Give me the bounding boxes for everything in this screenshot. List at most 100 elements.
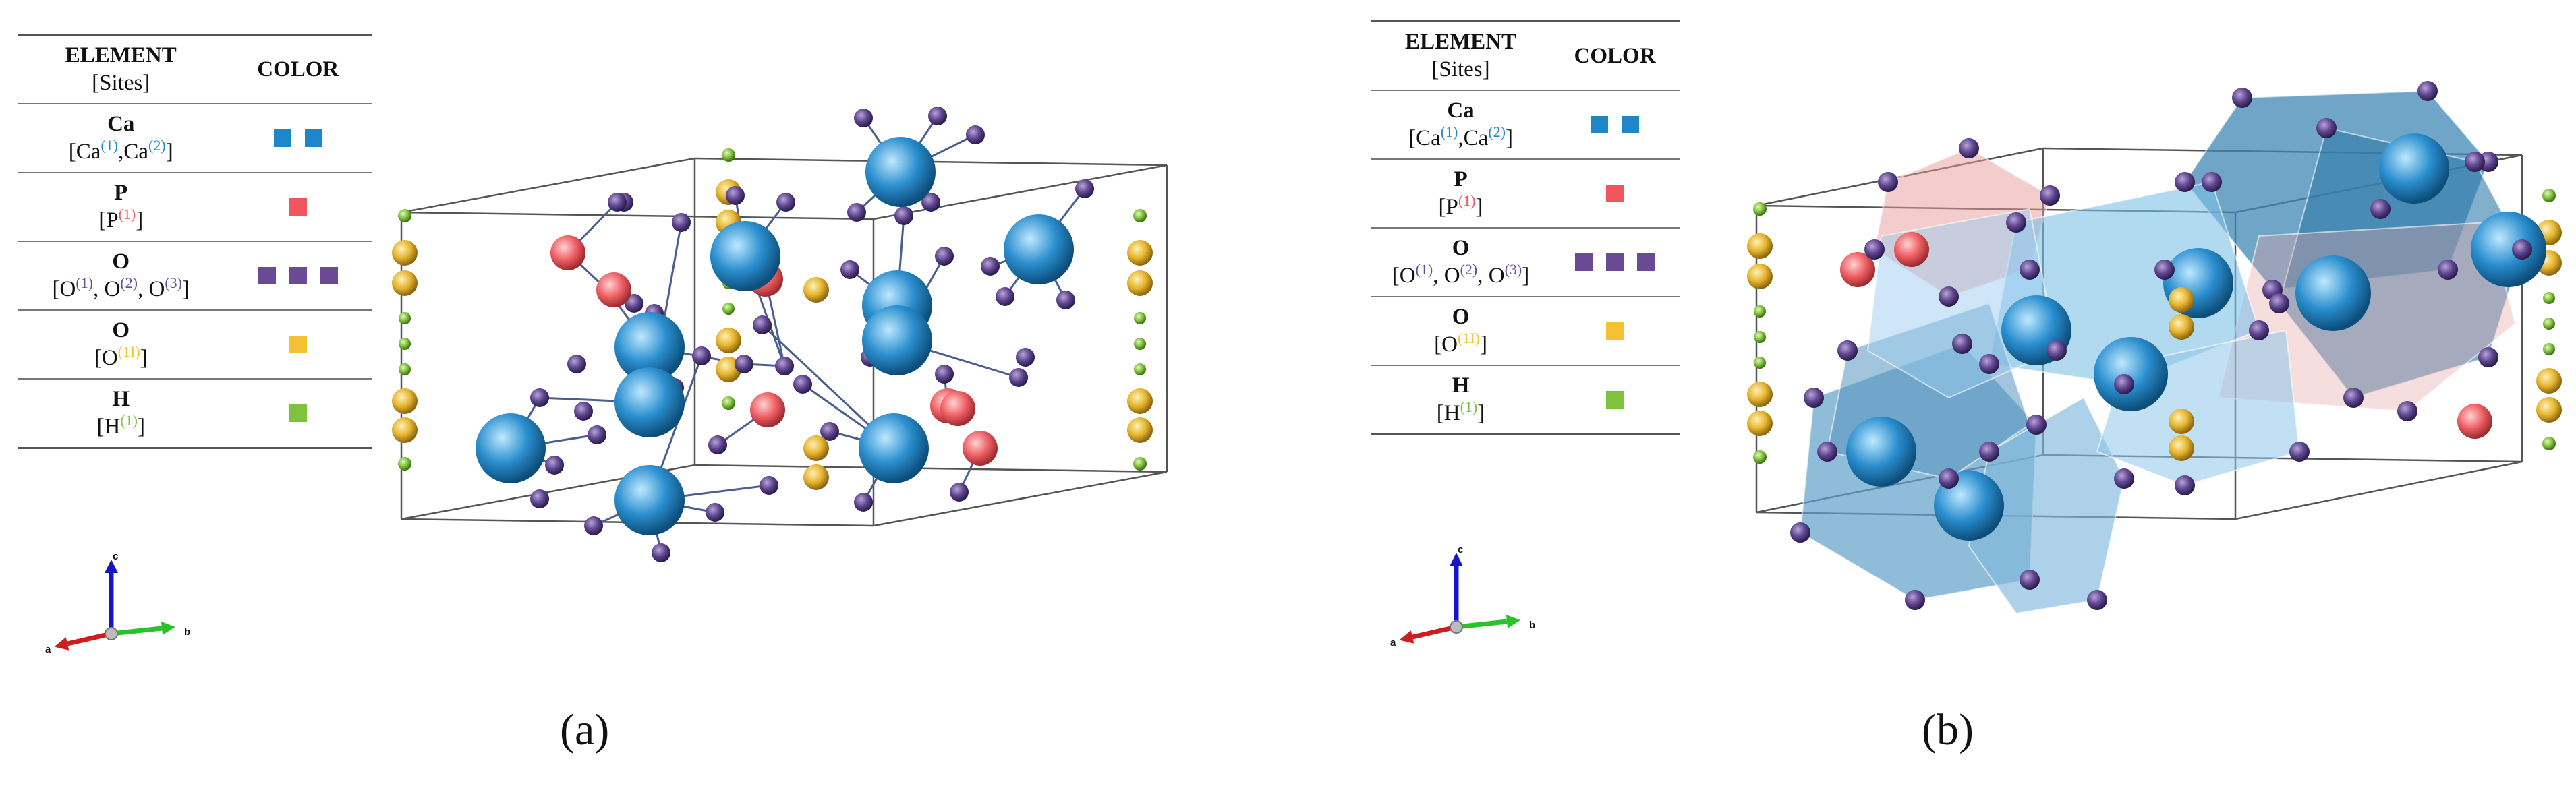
oxygen-atom (2417, 81, 2438, 101)
calcium-atom (859, 413, 929, 483)
oxygen-atom (1878, 172, 1898, 192)
oxygen-atom (2512, 239, 2532, 260)
legend-element-name: O (1452, 235, 1470, 260)
element-legend: ELEMENT [Sites] COLOR Ca[Ca(1),Ca(2)]P[P… (1371, 20, 1680, 435)
legend-color-swatches (1550, 391, 1680, 409)
oxygen-atom (2289, 442, 2310, 462)
legend-rows: Ca[Ca(1),Ca(2)]P[P(1)]O[O(1), O(2), O(3)… (18, 103, 372, 447)
color-swatch (289, 267, 307, 284)
oxygen-atom (2343, 388, 2364, 408)
legend-element-sites: [Ca(1),Ca(2)] (1408, 123, 1513, 151)
phosphorus-atom (1840, 252, 1875, 287)
oxygen-atom (753, 315, 772, 334)
oxygen-atom (2249, 320, 2269, 340)
hydroxyl-oxygen-atom (2169, 435, 2194, 461)
axis-origin (105, 627, 118, 640)
legend-header-element: ELEMENT (65, 42, 177, 67)
color-swatch (1622, 116, 1640, 133)
oxygen-atom (706, 503, 724, 522)
color-swatch (258, 267, 276, 284)
oxygen-atom (1016, 348, 1035, 367)
legend-element-name: H (112, 386, 130, 411)
legend-row: P[P(1)] (18, 172, 372, 241)
oxygen-atom (588, 425, 606, 444)
legend-color-swatches (1550, 253, 1680, 271)
color-swatch (289, 336, 307, 353)
legend-row: Ca[Ca(1),Ca(2)] (18, 103, 372, 172)
oxygen-atom (854, 109, 873, 127)
oxygen-atom (2438, 260, 2458, 280)
oxygen-atom (652, 543, 670, 562)
oxygen-atom (935, 365, 954, 384)
oxygen-atom (1790, 522, 1810, 543)
oxygen-atom (1979, 442, 1999, 462)
oxygen-atom (1979, 354, 1999, 374)
oxygen-atom (608, 193, 627, 212)
legend-row: O[O(1), O(2), O(3)] (1371, 227, 1680, 296)
oxygen-atom (545, 456, 564, 475)
panel-caption-b: (b) (1922, 705, 1974, 754)
legend-color-swatches (224, 267, 373, 284)
hydroxyl-column-right (2536, 189, 2562, 450)
b-axis-arrow (1456, 615, 1520, 630)
legend-color-swatches (224, 336, 373, 353)
oxygen-atom (820, 422, 839, 441)
legend-element-sites: [Ca(1),Ca(2)] (68, 137, 173, 164)
oxygen-atom (2087, 590, 2107, 610)
calcium-atom (2471, 212, 2546, 287)
oxygen-atom (1075, 179, 1094, 198)
oxygen-atom (2202, 172, 2222, 192)
oxygen-atom (966, 125, 985, 144)
oxygen-atom (2154, 260, 2175, 280)
oxygen-atom (708, 435, 727, 454)
oxygen-atom (1864, 239, 1885, 260)
legend-element-sites: [O(1I)] (1434, 330, 1487, 357)
legend-element-name: Ca (107, 111, 135, 136)
oxygen-atom (726, 186, 745, 205)
oxygen-atom (775, 357, 794, 375)
oxygen-atom (567, 355, 586, 373)
color-swatch (1591, 116, 1609, 133)
legend-element-name: O (112, 249, 130, 274)
legend-row: Ca[Ca(1),Ca(2)] (1371, 90, 1680, 158)
legend-element-sites: [H(1)] (1436, 398, 1485, 426)
oxygen-atom (1817, 442, 1837, 462)
legend-element-name: P (1454, 167, 1468, 191)
crystal-structure-ball-and-stick (391, 67, 1221, 620)
legend-color-swatches (1550, 116, 1680, 133)
legend-row: O[O(1I)] (1371, 296, 1680, 365)
legend-element-sites: [O(1), O(2), O(3)] (52, 274, 190, 302)
legend-color-swatches (1550, 185, 1680, 202)
calcium-atom (710, 221, 780, 291)
oxygen-atom (2175, 475, 2195, 495)
hydroxyl-oxygen-atom (2169, 409, 2194, 434)
oxygen-atom (2316, 118, 2337, 138)
oxygen-atom (854, 493, 873, 512)
oxygen-atom (847, 203, 866, 222)
legend-rows: Ca[Ca(1),Ca(2)]P[P(1)]O[O(1), O(2), O(3)… (1371, 90, 1680, 433)
oxygen-atom (1939, 468, 1959, 489)
oxygen-atom (760, 476, 778, 495)
oxygen-atom (735, 355, 753, 373)
oxygen-atom (625, 294, 643, 313)
calcium-atom (614, 367, 685, 437)
calcium-atom (2295, 255, 2371, 331)
oxygen-atom (530, 388, 549, 407)
calcium-atom (476, 413, 546, 483)
oxygen-atom (981, 257, 1000, 276)
axis-label-b: b (184, 626, 190, 638)
phosphorus-atom (596, 272, 631, 307)
hydroxyl-oxygen-atom (803, 277, 829, 303)
oxygen-atom (1837, 340, 1858, 361)
legend-color-swatches (224, 198, 373, 216)
oxygen-atom (1804, 388, 1824, 408)
oxygen-atom (2047, 340, 2067, 361)
calcium-atom (2094, 337, 2168, 411)
axis-origin (1450, 620, 1463, 634)
oxygen-atom (672, 213, 691, 232)
oxygen-atom (894, 206, 913, 225)
legend-header-sites: [Sites] (92, 71, 150, 95)
oxygen-atom (584, 516, 603, 535)
